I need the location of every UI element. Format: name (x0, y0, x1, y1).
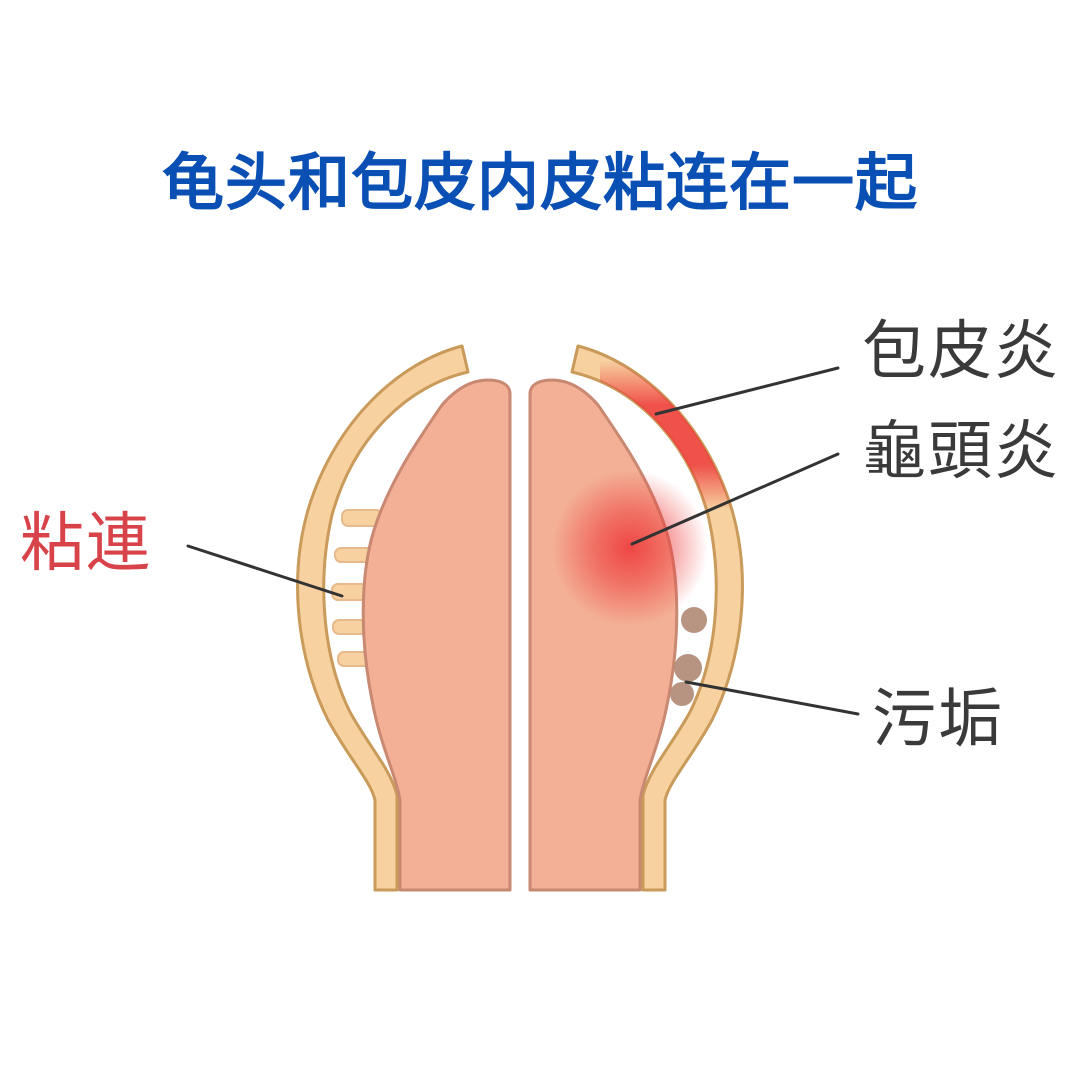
smegma-deposits (670, 607, 707, 706)
label-posthitis: 包皮炎 (862, 315, 1060, 389)
leader-line-adhesion (186, 544, 344, 598)
label-balanitis: 龜頭炎 (862, 415, 1060, 489)
balanitis-inflammation (552, 470, 708, 626)
diagram-title: 龟头和包皮内皮粘连在一起 (161, 146, 918, 219)
glans-left (361, 378, 512, 892)
leader-line-smegma (684, 680, 860, 716)
foreskin-left (296, 344, 470, 892)
leader-line-balanitis (630, 452, 840, 546)
label-smegma: 污垢 (872, 683, 1004, 757)
label-adhesion: 粘連 (20, 507, 152, 581)
leader-line-posthitis (654, 366, 840, 416)
